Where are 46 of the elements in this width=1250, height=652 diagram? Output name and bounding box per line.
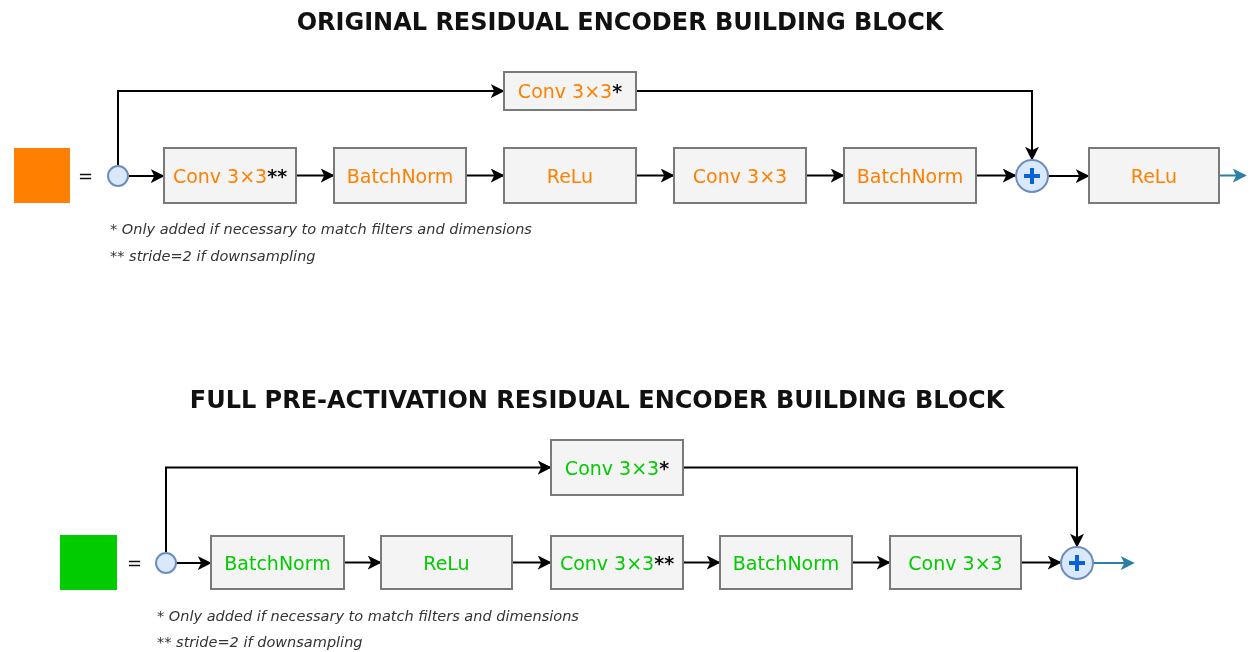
arrow [1021, 555, 1062, 570]
arrow [636, 90, 1039, 161]
split-point-circle [107, 165, 129, 187]
arrow [976, 168, 1017, 183]
process-box: Conv 3×3 [889, 535, 1022, 590]
arrow [683, 466, 1084, 548]
footnote: * Only added if necessary to match filters and dimensions [110, 221, 532, 237]
arrow [117, 84, 505, 166]
process-box: Conv 3×3* [550, 439, 684, 496]
process-box: Conv 3×3** [163, 147, 297, 204]
arrow [128, 169, 165, 183]
equals-sign: = [127, 552, 143, 573]
equals-sign: = [78, 165, 94, 186]
footnote: * Only added if necessary to match filters and dimensions [157, 608, 579, 624]
process-box: ReLu [380, 535, 513, 590]
color-swatch [14, 148, 70, 203]
arrow [176, 556, 212, 570]
split-point-circle [155, 552, 177, 574]
sum-node-circle [1060, 546, 1094, 580]
section-heading: FULL PRE-ACTIVATION RESIDUAL ENCODER BUILDING BLOCK [189, 386, 1005, 414]
arrow [683, 555, 721, 570]
arrow [1048, 169, 1090, 183]
arrow [466, 168, 505, 183]
process-box: BatchNorm [843, 147, 977, 204]
process-box: BatchNorm [210, 535, 345, 590]
arrow [344, 555, 382, 570]
arrow [512, 555, 552, 570]
section-heading: ORIGINAL RESIDUAL ENCODER BUILDING BLOCK [296, 8, 944, 36]
process-box: BatchNorm [719, 535, 853, 590]
color-swatch [60, 535, 117, 590]
arrow [806, 168, 845, 183]
arrow [296, 168, 335, 183]
arrow [1219, 168, 1247, 183]
process-box: ReLu [1088, 147, 1220, 204]
sum-node-circle [1015, 159, 1049, 193]
footnote: ** stride=2 if downsampling [157, 634, 363, 650]
process-box: Conv 3×3 [673, 147, 807, 204]
process-box: Conv 3×3** [550, 535, 684, 590]
footnote: ** stride=2 if downsampling [110, 248, 316, 264]
arrow [852, 555, 891, 570]
process-box: BatchNorm [333, 147, 467, 204]
process-box: Conv 3×3* [503, 71, 637, 111]
arrow [636, 168, 675, 183]
arrow [1093, 556, 1135, 570]
arrow [165, 460, 552, 553]
process-box: ReLu [503, 147, 637, 204]
